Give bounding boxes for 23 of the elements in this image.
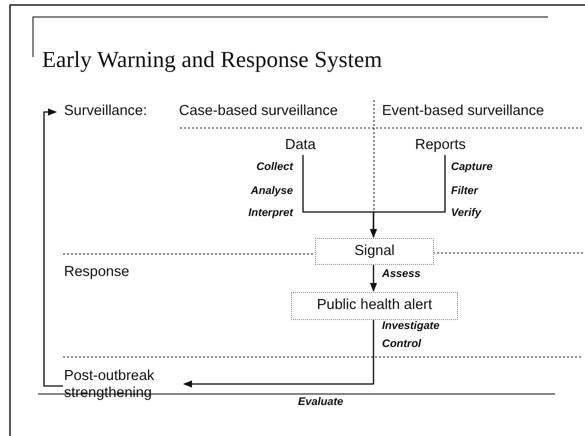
node-label: Data — [285, 137, 321, 155]
node-label: Surveillance: — [64, 103, 150, 121]
arrow — [370, 263, 378, 292]
step-label: Capture — [451, 161, 493, 173]
section-label: Response — [64, 264, 130, 280]
step-label: Interpret — [248, 207, 293, 219]
step-label: Verify — [451, 207, 482, 219]
process-box: Signal — [315, 238, 434, 265]
edge-label: Evaluate — [298, 396, 344, 408]
step-label: Control — [382, 338, 422, 350]
step-label: Investigate — [382, 320, 440, 332]
section-label: Case-based surveillance — [179, 103, 338, 119]
step-label: Filter — [451, 185, 478, 197]
step-label: Analyse — [250, 185, 293, 197]
step-label: Collect — [256, 161, 293, 173]
arrow — [183, 318, 374, 388]
node-label: Reports — [415, 137, 475, 155]
edge-label: Assess — [382, 268, 421, 280]
process-box: Public health alert — [291, 292, 458, 320]
title: Early Warning and Response System — [42, 47, 382, 73]
arrow — [370, 155, 446, 238]
section-label: Event-based surveillance — [382, 103, 544, 119]
arrow — [43, 108, 63, 387]
